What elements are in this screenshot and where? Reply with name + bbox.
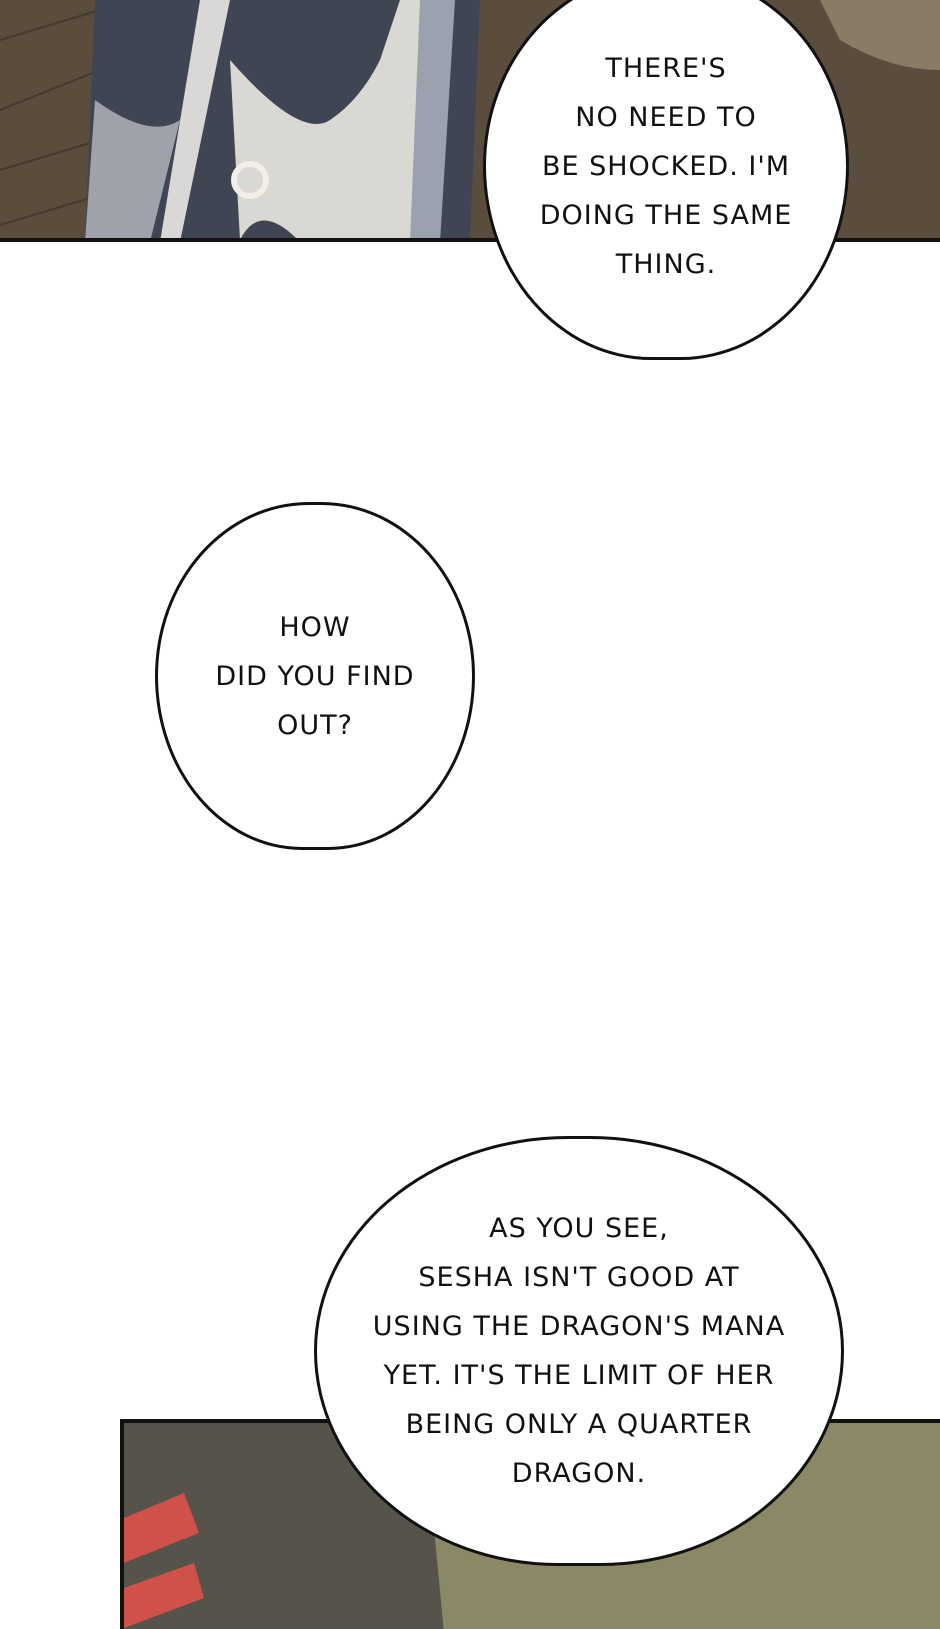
speech-bubble: AS YOU SEE, SESHA ISN'T GOOD AT USING TH… [314,1136,844,1566]
bubble-text: AS YOU SEE, SESHA ISN'T GOOD AT USING TH… [372,1213,786,1489]
speech-bubble: HOW DID YOU FIND OUT? [155,502,475,850]
bubble-text: HOW DID YOU FIND OUT? [215,611,415,741]
speech-bubble: THERE'S NO NEED TO BE SHOCKED. I'M DOING… [483,0,849,360]
bubble-text: THERE'S NO NEED TO BE SHOCKED. I'M DOING… [539,52,793,280]
